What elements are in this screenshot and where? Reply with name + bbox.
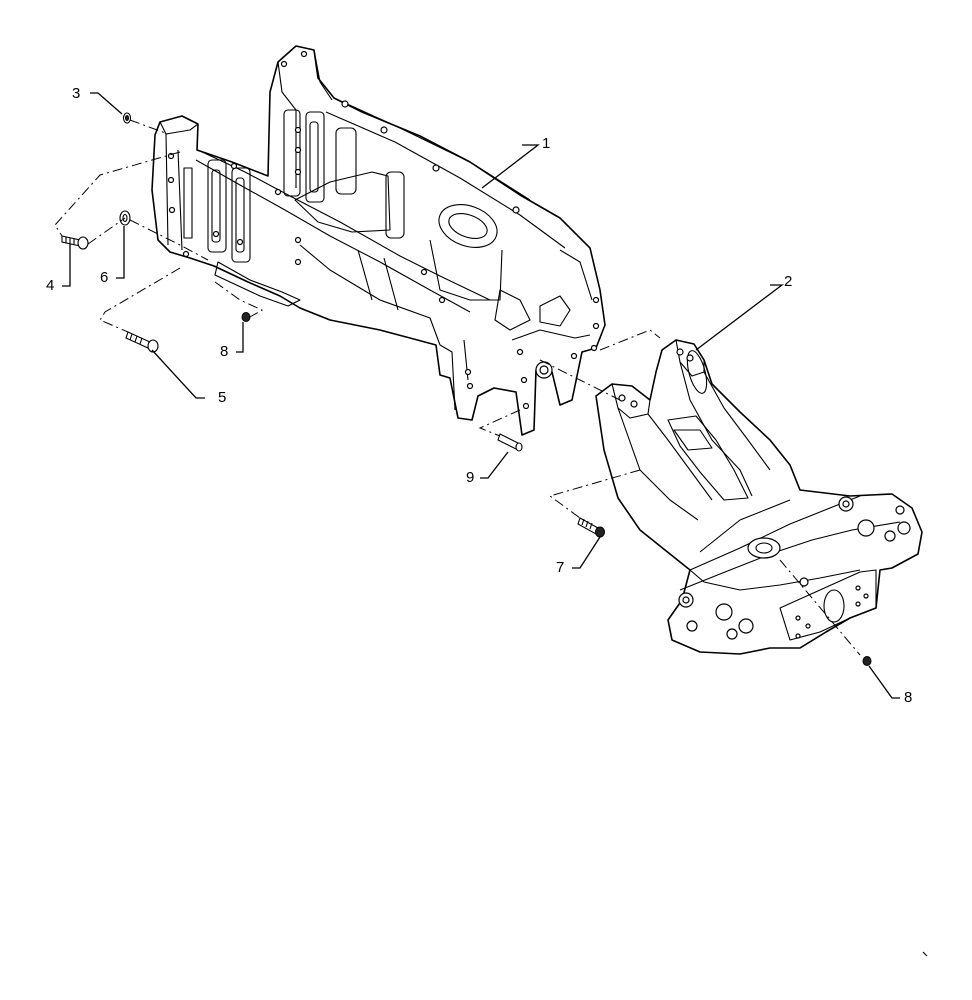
- front-bracket-part: [595, 339, 923, 655]
- washer-item-3: [122, 112, 132, 124]
- callout-7: 7: [556, 559, 564, 576]
- bolt-item-7: [577, 517, 605, 538]
- callout-2: 2: [784, 273, 792, 290]
- callout-3: 3: [72, 85, 80, 102]
- pin-item-9: [497, 433, 523, 452]
- bolt-item-4: [61, 235, 89, 250]
- callout-8-lower: 8: [904, 689, 912, 706]
- callout-4: 4: [46, 277, 54, 294]
- leader-lines: [62, 92, 900, 699]
- callout-9: 9: [466, 469, 474, 486]
- callout-5: 5: [218, 389, 226, 406]
- corner-mark: [922, 951, 928, 957]
- callout-8-upper: 8: [220, 343, 228, 360]
- nut-item-8-lower: [862, 656, 872, 666]
- bolt-item-5: [125, 331, 159, 353]
- callout-6: 6: [100, 269, 108, 286]
- assembly-centerlines: [54, 119, 861, 656]
- callout-1: 1: [542, 135, 550, 152]
- nut-item-8-upper: [241, 312, 251, 322]
- main-frame-part: [151, 45, 606, 436]
- callout-labels: 3 1 2 4 6 8 5 9 7 8: [46, 85, 912, 706]
